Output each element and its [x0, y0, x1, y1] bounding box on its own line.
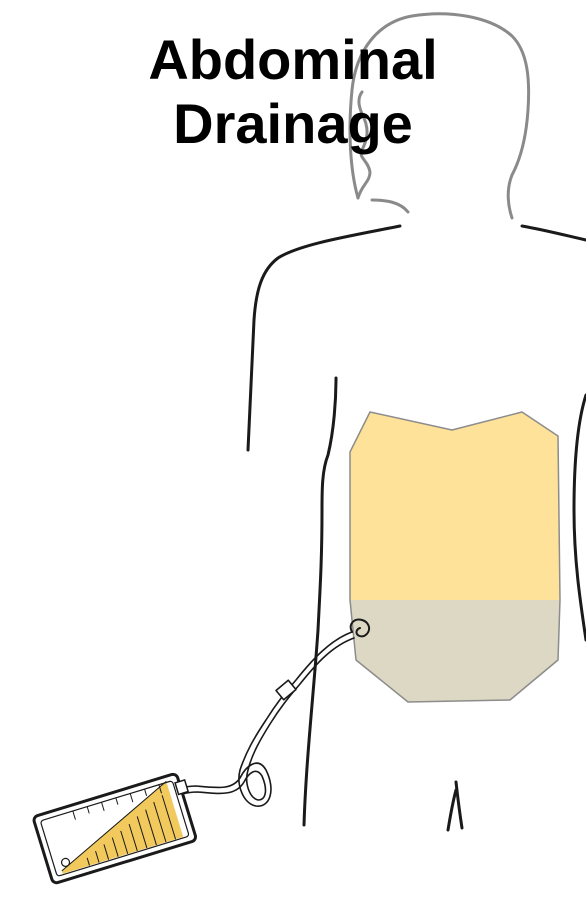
abdomen-upper-area — [350, 412, 560, 600]
drainage-tube — [166, 620, 369, 807]
title-line-1: Abdominal — [0, 28, 586, 92]
title-line-2: Drainage — [0, 92, 586, 156]
abdomen-region — [350, 412, 560, 702]
page-title: Abdominal Drainage — [0, 28, 586, 156]
drainage-bag-icon — [33, 771, 203, 884]
drainage-area — [350, 600, 560, 702]
